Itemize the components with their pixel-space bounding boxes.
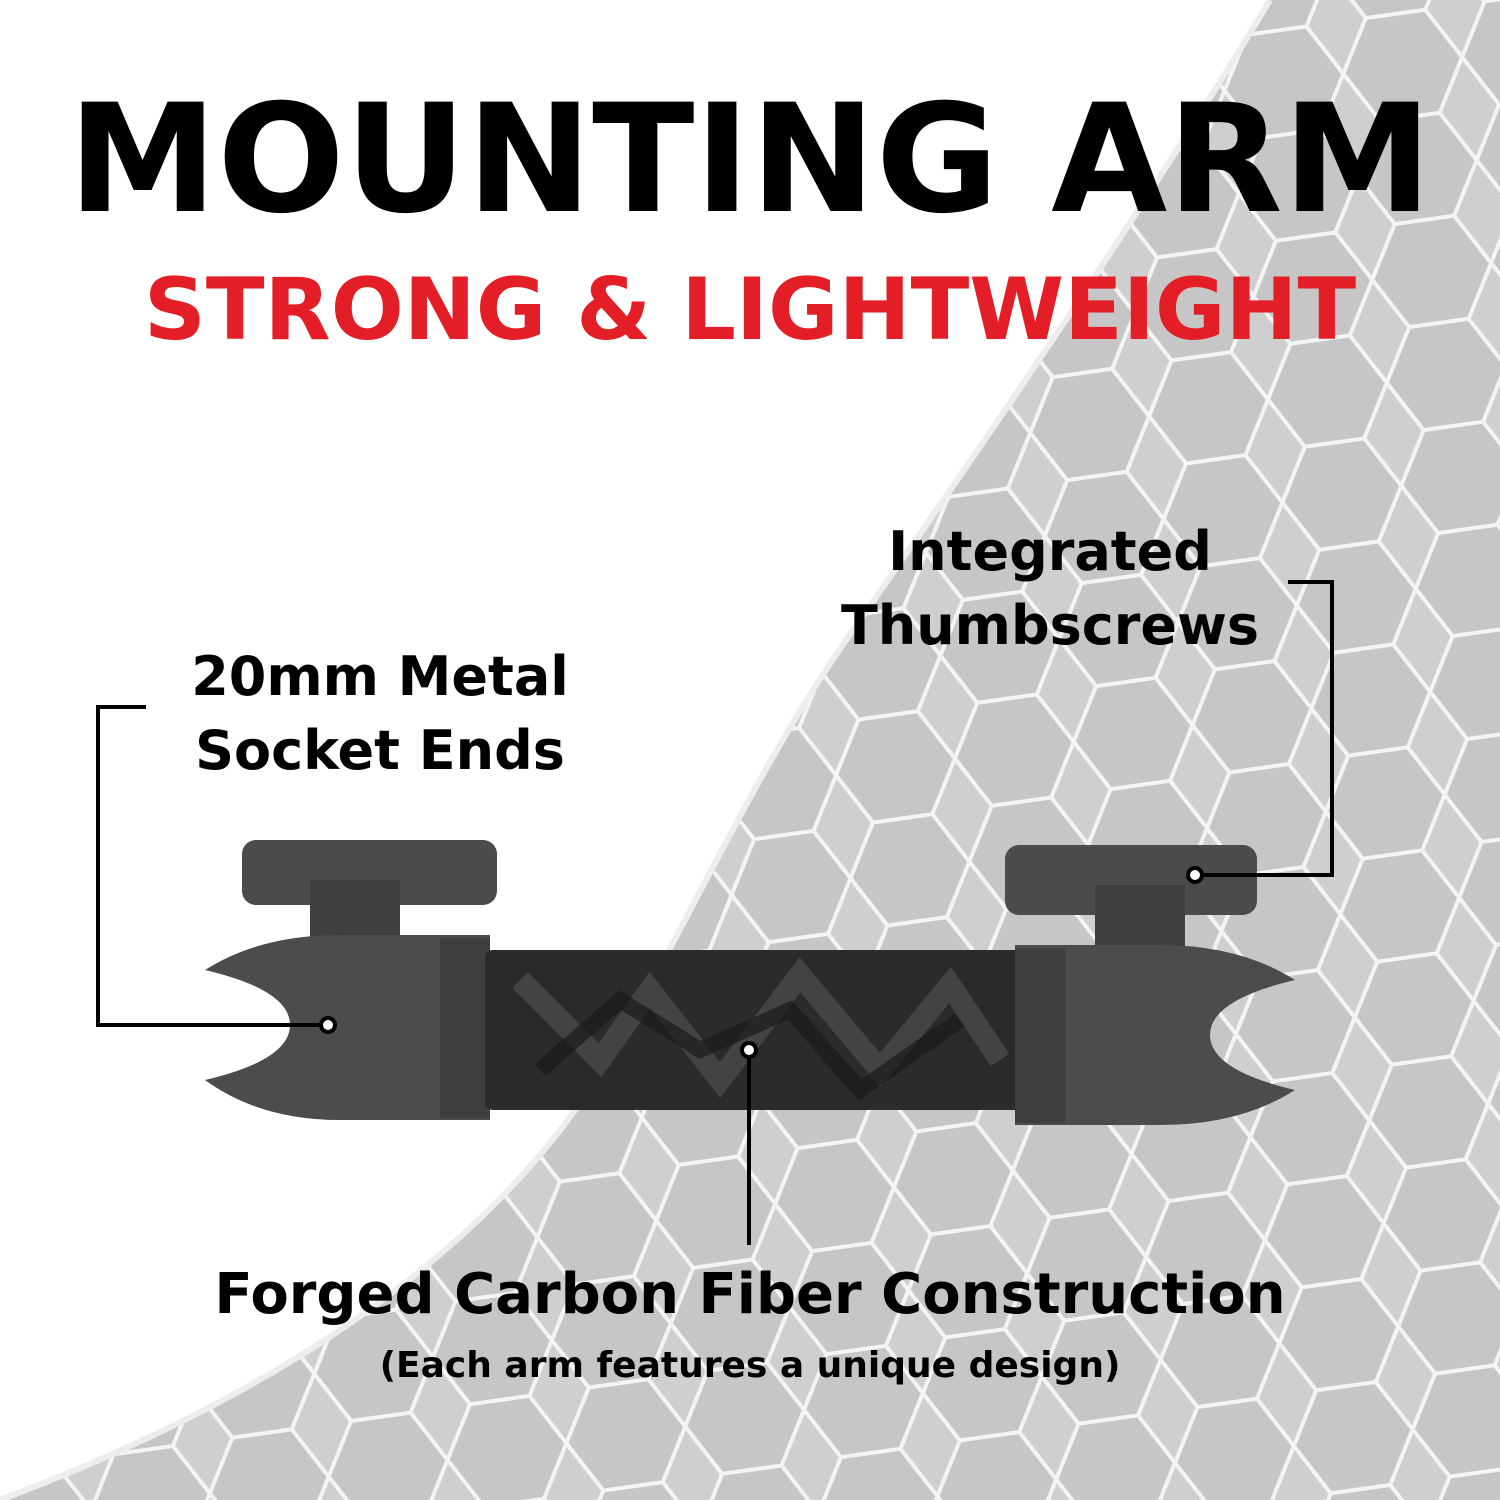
left-socket-end	[205, 840, 497, 1120]
construction-label: Forged Carbon Fiber Construction	[214, 1262, 1286, 1327]
socket-ends-label: 20mm Metal Socket Ends	[140, 640, 620, 788]
construction-note: (Each arm features a unique design)	[379, 1345, 1121, 1386]
tube-callout-dot	[740, 1041, 758, 1059]
page-subtitle: STRONG & LIGHTWEIGHT	[143, 260, 1357, 360]
socket-callout-dot	[319, 1016, 337, 1034]
right-socket-end	[1005, 845, 1295, 1125]
thumbscrews-line1: Integrated	[888, 520, 1212, 583]
thumbscrews-line2: Thumbscrews	[840, 594, 1260, 657]
carbon-fiber-tube	[485, 950, 1025, 1110]
socket-ends-line2: Socket Ends	[195, 719, 565, 782]
page-title: MOUNTING ARM	[68, 73, 1432, 247]
thumbscrews-label: Integrated Thumbscrews	[800, 515, 1300, 663]
thumbscrew-callout-dot	[1186, 866, 1204, 884]
socket-ends-line1: 20mm Metal	[191, 645, 569, 708]
callout-lines	[96, 580, 1334, 1245]
